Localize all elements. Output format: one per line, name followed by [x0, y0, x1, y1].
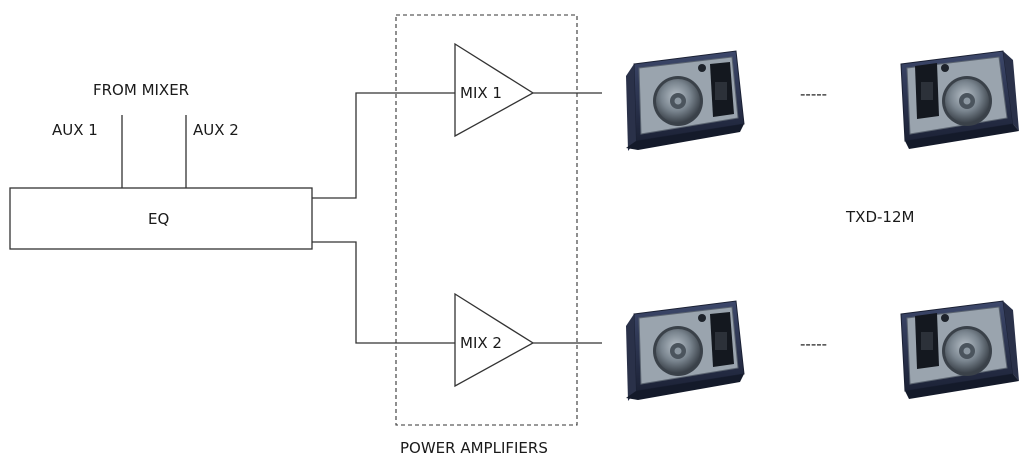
- eq-label: EQ: [148, 210, 169, 228]
- eq-to-mix1-wire: [312, 92, 456, 199]
- power-amplifiers-enclosure: [395, 14, 578, 426]
- eq-box: [9, 187, 313, 250]
- power-amplifiers-label: POWER AMPLIFIERS: [400, 439, 548, 457]
- stage-monitor-speaker: [900, 50, 1020, 150]
- mix2-amplifier: [454, 292, 535, 388]
- stage-monitor-speaker: [900, 300, 1020, 400]
- eq-to-mix2-wire: [312, 241, 456, 344]
- speaker-row1-continuation: -----: [800, 85, 827, 103]
- speaker-row2-continuation: -----: [800, 335, 827, 353]
- stage-monitor-speaker: [625, 50, 745, 152]
- mix2-label: MIX 2: [460, 334, 502, 352]
- speaker-model-label: TXD-12M: [845, 208, 914, 226]
- stage-monitor-speaker: [625, 300, 745, 402]
- from-mixer-label: FROM MIXER: [93, 81, 189, 99]
- aux2-label: AUX 2: [193, 121, 239, 139]
- mix1-amplifier: [454, 42, 535, 138]
- aux1-label: AUX 1: [52, 121, 98, 139]
- mix1-label: MIX 1: [460, 84, 502, 102]
